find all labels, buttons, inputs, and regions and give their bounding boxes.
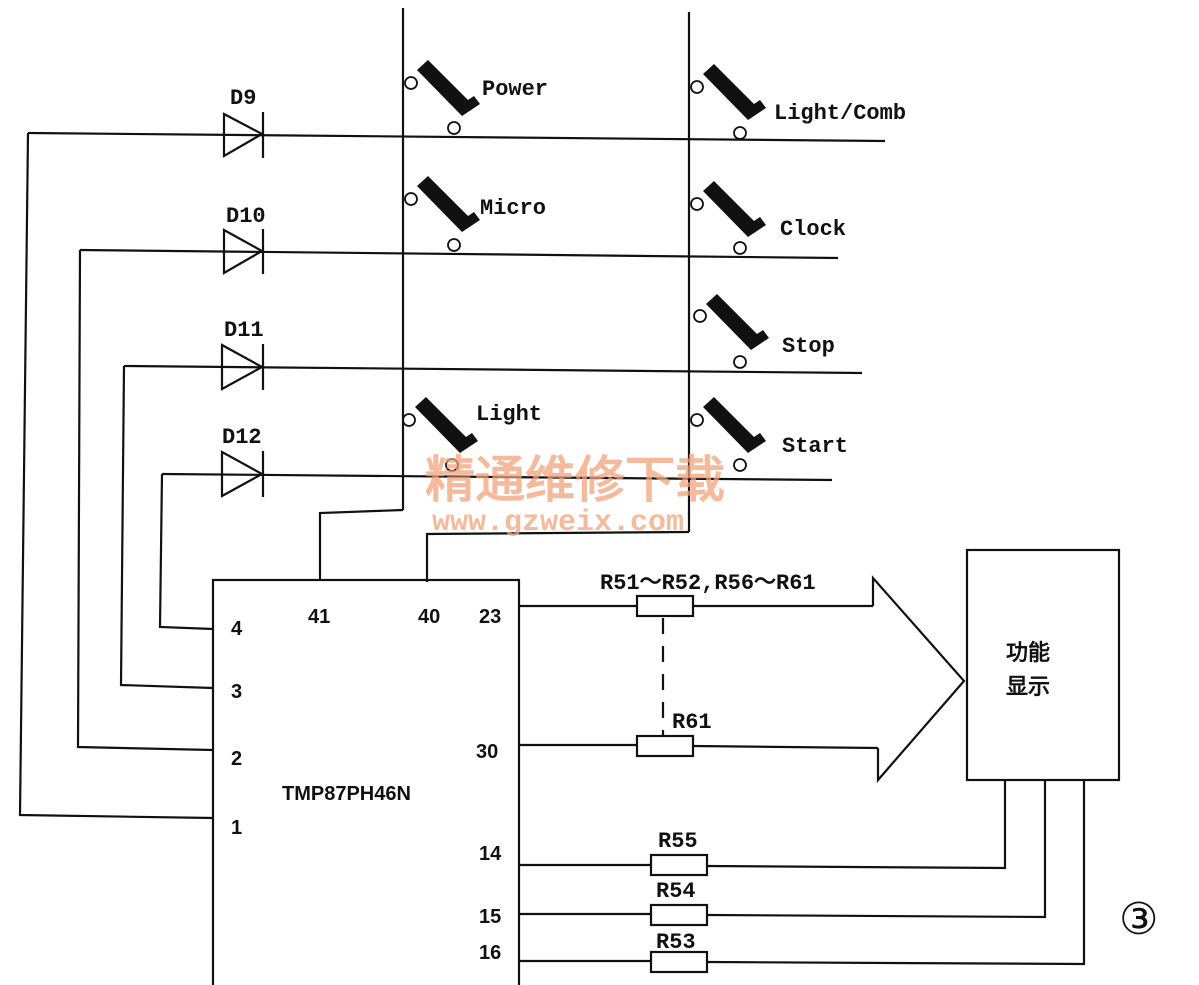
watermark-url: www.gzweix.com bbox=[432, 506, 684, 540]
resistor-r55 bbox=[649, 853, 709, 877]
pin-label-15: 15 bbox=[479, 906, 501, 928]
pin-label-41: 41 bbox=[308, 606, 330, 628]
pin-label-2: 2 bbox=[231, 748, 242, 770]
wire-r61-out bbox=[692, 744, 879, 750]
pin-label-3: 3 bbox=[231, 681, 242, 703]
display-label-line2: 显示 bbox=[1006, 675, 1050, 700]
switch-start bbox=[690, 397, 766, 472]
switch-light bbox=[402, 397, 478, 472]
resistor-label-r53: R53 bbox=[656, 930, 696, 955]
wire-pin40 bbox=[425, 530, 690, 582]
switch-light-comb bbox=[690, 64, 766, 140]
wire-d9-pin1 bbox=[18, 132, 214, 820]
switch-label-stop: Stop bbox=[782, 334, 835, 359]
scan-line-1 bbox=[27, 131, 886, 143]
diode-label-d12: D12 bbox=[222, 425, 262, 450]
switch-label-micro: Micro bbox=[480, 196, 546, 221]
pin-label-1: 1 bbox=[231, 817, 242, 839]
wire-r55-display bbox=[706, 780, 1007, 870]
switch-micro bbox=[404, 176, 480, 252]
resistor-label-r61: R61 bbox=[672, 710, 712, 735]
switch-label-clock: Clock bbox=[780, 217, 846, 242]
switch-label-light: Light bbox=[476, 402, 542, 427]
diode-d9 bbox=[222, 112, 265, 158]
wire-r53-display bbox=[706, 780, 1086, 966]
resistor-label-r55: R55 bbox=[658, 829, 698, 854]
function-display-box bbox=[965, 548, 1121, 782]
pin-label-30: 30 bbox=[476, 741, 498, 763]
wire-d12-pin4 bbox=[158, 473, 214, 631]
chip-body bbox=[211, 578, 521, 985]
display-label-line1: 功能 bbox=[1006, 640, 1050, 666]
chip-name: TMP87PH46N bbox=[282, 783, 411, 805]
switch-power bbox=[404, 60, 480, 135]
diode-label-d9: D9 bbox=[230, 86, 256, 111]
wire-d10-pin2 bbox=[76, 249, 214, 752]
wire-r54-display bbox=[706, 780, 1047, 919]
scan-line-4 bbox=[161, 472, 833, 482]
resistor-group-label: R51～R52,R56～R61 bbox=[600, 571, 816, 596]
diode-d11 bbox=[220, 343, 265, 391]
switch-stop bbox=[693, 294, 769, 369]
resistor-r53 bbox=[649, 950, 709, 974]
bus-arrow bbox=[871, 575, 966, 783]
resistor-r61 bbox=[635, 734, 695, 758]
diode-label-d11: D11 bbox=[224, 318, 264, 343]
diode-d12 bbox=[220, 450, 265, 498]
switch-clock bbox=[690, 181, 766, 255]
scan-line-3 bbox=[123, 364, 863, 375]
diode-label-d10: D10 bbox=[226, 204, 266, 229]
resistor-label-r54: R54 bbox=[656, 879, 696, 904]
switch-label-light-comb: Light/Comb bbox=[774, 101, 906, 126]
figure-number: ③ bbox=[1119, 894, 1158, 945]
resistor-r54 bbox=[649, 903, 709, 927]
pin-label-14: 14 bbox=[479, 843, 502, 865]
resistor-r51 bbox=[635, 594, 695, 618]
pin-label-4: 4 bbox=[231, 618, 243, 640]
pin-label-23: 23 bbox=[479, 606, 501, 628]
watermark-text: 精通维修下载 bbox=[425, 450, 725, 509]
wire-pin41 bbox=[318, 508, 404, 580]
pin-label-16: 16 bbox=[479, 942, 501, 964]
switch-label-start: Start bbox=[782, 434, 848, 459]
scan-line-2 bbox=[79, 248, 839, 260]
diode-d10 bbox=[222, 228, 265, 275]
pin-label-40: 40 bbox=[418, 606, 440, 628]
switch-label-power: Power bbox=[482, 77, 548, 102]
wire-d11-pin3 bbox=[119, 365, 214, 690]
